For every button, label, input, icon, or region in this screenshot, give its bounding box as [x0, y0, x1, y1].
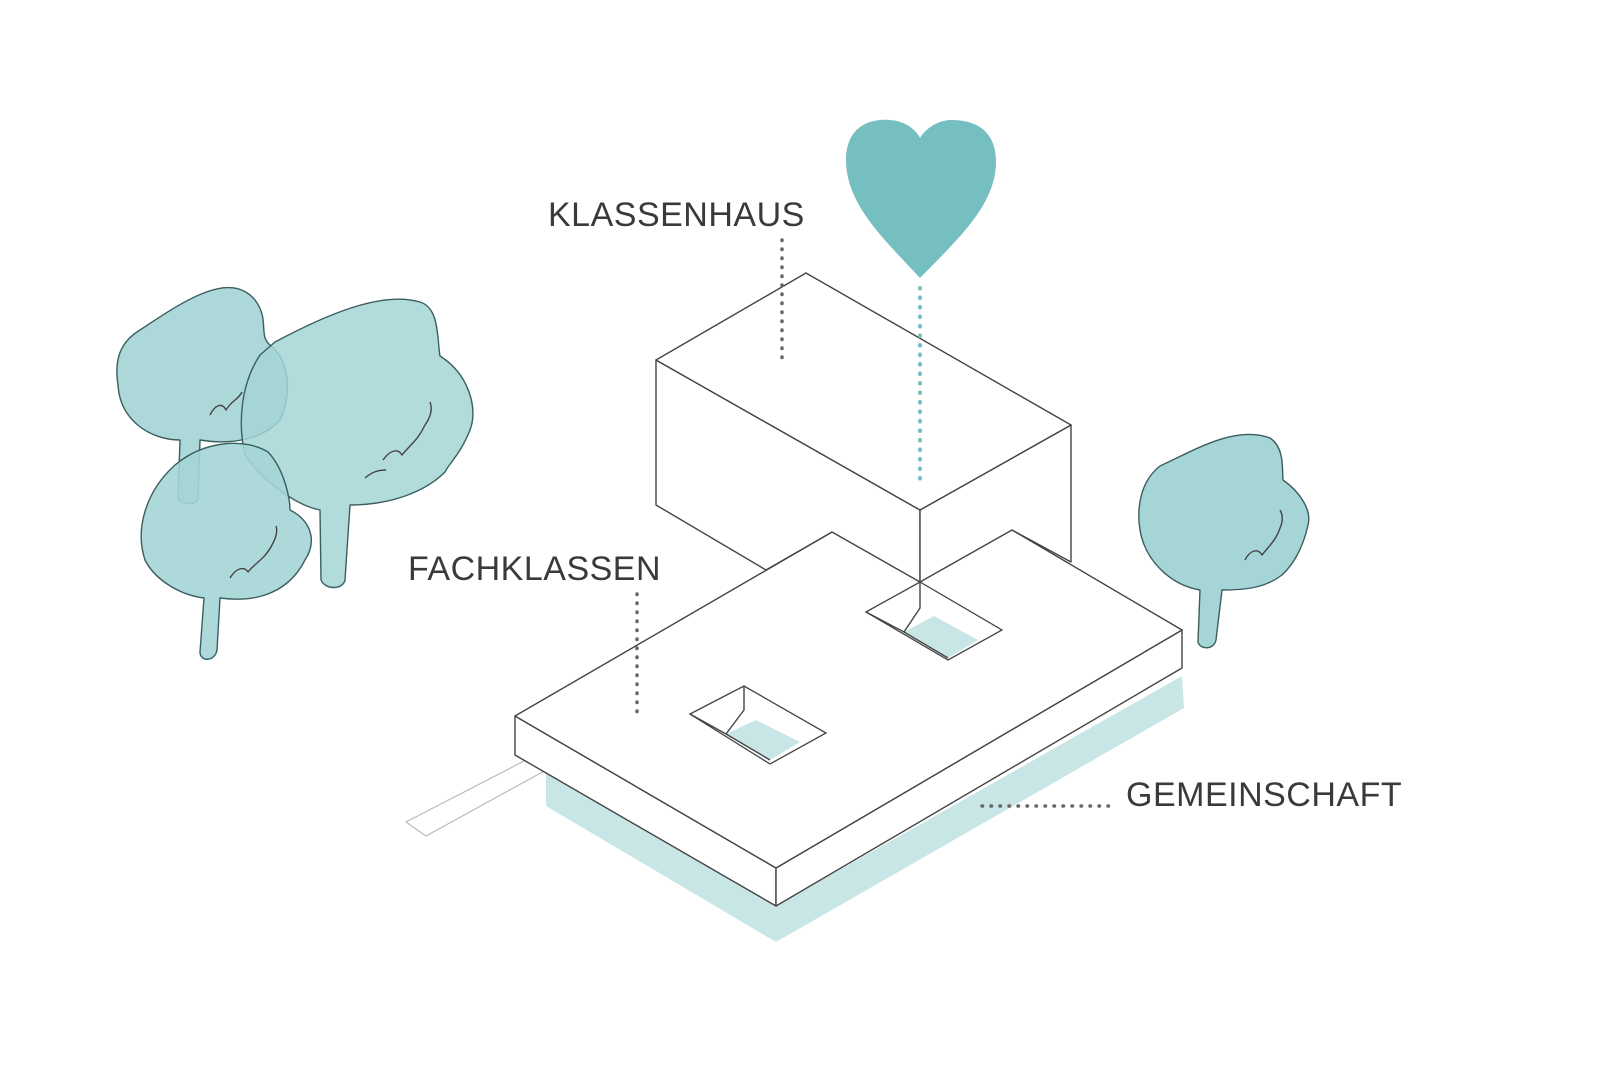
courtyard-2: [864, 581, 1004, 661]
label-gemeinschaft: GEMEINSCHAFT: [1126, 776, 1402, 814]
tree-cluster-left: [116, 286, 474, 660]
heart-icon: [846, 119, 996, 278]
fachklassen-slab: [514, 529, 1183, 907]
klassenhaus-box: [655, 272, 1072, 583]
tree-icon: [140, 442, 313, 660]
courtyard-1: [688, 685, 828, 765]
tree-icon: [1138, 433, 1310, 649]
label-fachklassen: FACHKLASSEN: [408, 550, 661, 588]
label-klassenhaus: KLASSENHAUS: [548, 196, 805, 234]
entrance-path: [404, 759, 548, 837]
gemeinschaft-level: [546, 676, 1184, 942]
gemeinschaft-band: [546, 676, 1184, 942]
